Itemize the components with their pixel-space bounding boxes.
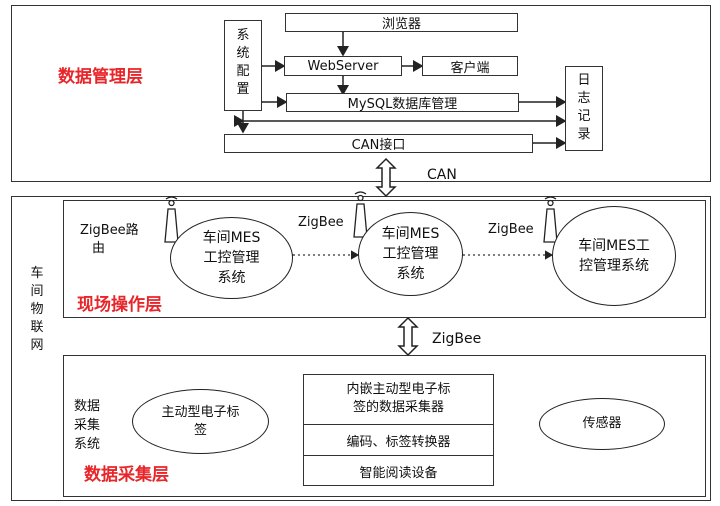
acq-line: 采集 (74, 418, 101, 433)
data-acquisition-layer-label: 数据采集层 (84, 465, 169, 485)
mes-line: 控管理系统 (579, 258, 649, 274)
reader-cell: 智能阅读设备 (303, 456, 494, 486)
mes-system-node-3: 车间MES工 控管理系统 (552, 206, 676, 306)
zigbee-link-label-2: ZigBee (488, 222, 534, 237)
mes-line: 工控管理 (382, 246, 439, 262)
zigbee-link-label-1: ZigBee (298, 215, 344, 230)
workshop-iot-label: 车 间 物 联 网 (22, 265, 52, 355)
active-tag-line: 签 (193, 422, 207, 438)
mes-line: 车间MES工 (578, 238, 650, 254)
active-tag-line: 主动型电子标 (161, 404, 240, 420)
mysql-label: MySQL数据库管理 (347, 97, 458, 112)
browser-box: 浏览器 (285, 13, 518, 32)
mysql-box: MySQL数据库管理 (286, 93, 519, 112)
field-operation-layer-label: 现场操作层 (77, 295, 162, 315)
log-char: 日 (577, 73, 591, 88)
client-box: 客户端 (422, 56, 518, 76)
can-link-label: CAN (427, 167, 457, 183)
encoder-cell: 编码、标签转换器 (303, 425, 494, 455)
zigbee-router-label: ZigBee路 由 (80, 222, 139, 258)
embedded-line: 签的数据采集器 (352, 400, 444, 415)
client-label: 客户端 (450, 60, 490, 76)
reader-stack (303, 374, 494, 486)
can-interface-label: CAN接口 (351, 138, 406, 153)
sensor-label: 传感器 (582, 416, 622, 431)
mes-system-node-2: 车间MES 工控管理 系统 (358, 212, 463, 296)
sensor-node: 传感器 (539, 398, 665, 450)
log-char: 录 (577, 127, 591, 142)
log-char: 志 (577, 91, 591, 106)
embedded-line: 内嵌主动型电子标 (346, 382, 451, 397)
mes-line: 车间MES (381, 226, 440, 242)
mes-line: 车间MES (202, 230, 261, 246)
acquisition-system-label: 数据 采集 系统 (74, 397, 100, 454)
system-config-char: 系 (236, 28, 250, 43)
log-char: 记 (577, 109, 591, 124)
divider (303, 424, 494, 425)
browser-label: 浏览器 (381, 17, 421, 32)
divider (303, 455, 494, 456)
embedded-collector-cell: 内嵌主动型电子标 签的数据采集器 (303, 374, 494, 424)
mes-line: 系统 (217, 270, 246, 286)
webserver-box: WebServer (284, 56, 402, 76)
mes-line: 工控管理 (203, 250, 260, 266)
data-management-layer-label: 数据管理层 (58, 67, 143, 87)
webserver-label: WebServer (307, 58, 379, 74)
iot-char: 车 (30, 266, 44, 281)
system-config-char: 配 (236, 64, 250, 79)
can-interface-box: CAN接口 (224, 134, 533, 153)
active-tag-node: 主动型电子标 签 (132, 389, 269, 454)
reader-label: 智能阅读设备 (359, 465, 438, 481)
iot-char: 间 (30, 284, 44, 299)
iot-char: 联 (30, 320, 44, 335)
zigbee-router-line: 由 (92, 241, 106, 256)
mes-system-node-1: 车间MES 工控管理 系统 (170, 217, 293, 299)
iot-char: 网 (30, 338, 44, 353)
system-config-box: 系 统 配 置 (224, 20, 262, 111)
zigbee-router-line: ZigBee路 (80, 223, 139, 238)
system-config-char: 置 (236, 82, 250, 97)
acq-line: 系统 (74, 437, 101, 452)
iot-char: 物 (30, 302, 44, 317)
log-box: 日 志 记 录 (565, 66, 603, 151)
zigbee-link-label-main: ZigBee (432, 331, 482, 347)
mes-line: 系统 (396, 266, 425, 282)
acq-line: 数据 (74, 399, 101, 414)
system-config-char: 统 (236, 46, 250, 61)
encoder-label: 编码、标签转换器 (346, 434, 451, 450)
